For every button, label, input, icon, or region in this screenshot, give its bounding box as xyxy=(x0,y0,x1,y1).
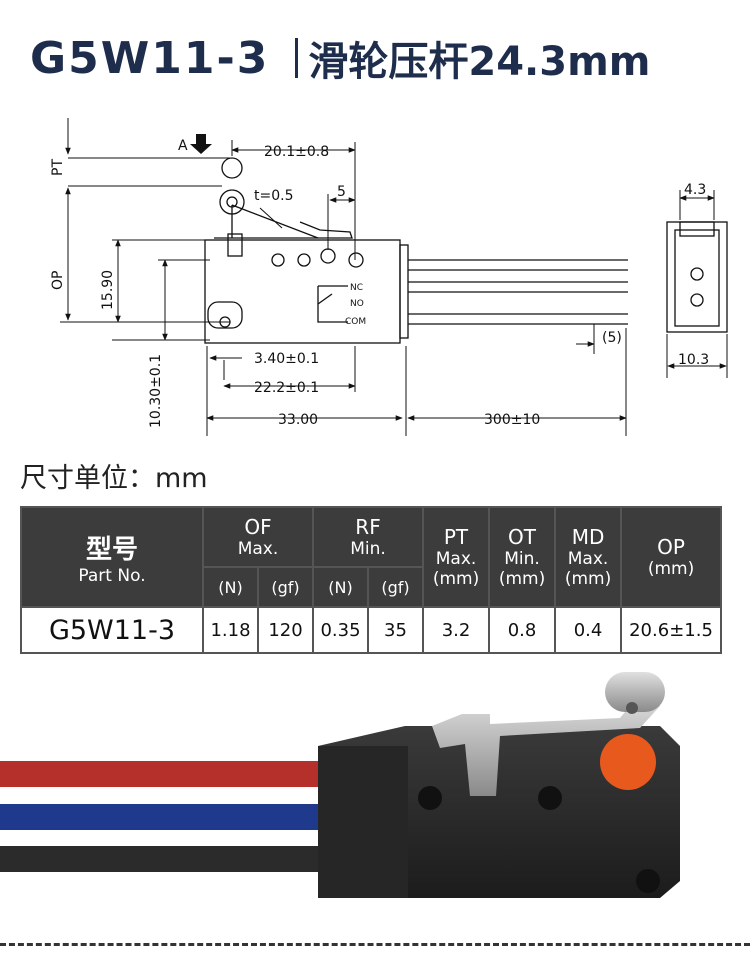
header-of-n: (N) xyxy=(202,566,259,608)
cell-md: 0.4 xyxy=(554,606,623,654)
header-part-no: 型号 Part No. xyxy=(20,506,204,608)
label-300: 300±10 xyxy=(484,412,540,428)
label-5b: (5) xyxy=(602,330,622,346)
header-ot-unit: (mm) xyxy=(498,569,546,589)
force-arrow-icon xyxy=(190,134,212,154)
model-title: G5W11-3 xyxy=(30,32,270,84)
header-rf-sub: Min. xyxy=(350,539,386,559)
cell-part-no: G5W11-3 xyxy=(20,606,204,654)
units-label: 尺寸单位：mm xyxy=(20,463,208,494)
header-op-unit: (mm) xyxy=(647,559,695,579)
label-10-30: 10.30±0.1 xyxy=(148,354,164,428)
label-pt: PT xyxy=(50,159,66,176)
header-of: OF Max. xyxy=(202,506,314,568)
header-ot-label: OT xyxy=(508,525,536,549)
title-separator xyxy=(295,38,299,78)
roller-bracket xyxy=(605,672,665,712)
label-22-2: 22.2±0.1 xyxy=(254,380,319,396)
label-op: OP xyxy=(50,271,66,290)
header-rf-label: RF xyxy=(355,515,381,539)
label-20-1: 20.1±0.8 xyxy=(264,144,329,160)
header-md-sub: Max. xyxy=(567,549,609,569)
label-t: t=0.5 xyxy=(254,188,293,204)
label-4-3: 4.3 xyxy=(684,182,706,198)
label-33: 33.00 xyxy=(278,412,318,428)
header-pt: PT Max. (mm) xyxy=(422,506,491,608)
wire-blue xyxy=(0,804,330,830)
cell-of-n: 1.18 xyxy=(202,606,259,654)
header-model-zh: 型号 xyxy=(85,534,138,565)
cell-rf-gf: 35 xyxy=(366,606,425,654)
label-a: A xyxy=(178,138,188,154)
product-photo xyxy=(0,672,680,898)
table-row: G5W11-3 1.18 120 0.35 35 3.2 0.8 0.4 20.… xyxy=(20,606,723,654)
label-com: COM xyxy=(345,317,366,327)
wire-black xyxy=(0,846,330,872)
label-5: 5 xyxy=(337,184,346,200)
header-md-label: MD xyxy=(571,525,605,549)
header-pt-label: PT xyxy=(443,525,469,549)
header-ot: OT Min. (mm) xyxy=(488,506,557,608)
dashed-divider xyxy=(0,943,750,946)
header-rf: RF Min. xyxy=(311,506,425,568)
header-ot-sub: Min. xyxy=(504,549,540,569)
header-pt-sub: Max. xyxy=(435,549,477,569)
label-15-90: 15.90 xyxy=(100,270,116,310)
header-rf-gf: (gf) xyxy=(366,566,425,608)
label-no: NO xyxy=(350,299,364,309)
header-md-unit: (mm) xyxy=(564,569,612,589)
header-md: MD Max. (mm) xyxy=(554,506,623,608)
header-op-label: OP xyxy=(657,535,685,559)
page-title: G5W11-3 滑轮压杆24.3mm xyxy=(30,28,650,88)
header-of-label: OF xyxy=(244,515,272,539)
header-of-gf: (gf) xyxy=(257,566,314,608)
header-pt-unit: (mm) xyxy=(432,569,480,589)
dimension-drawing: A PT OP 20.1±0.8 t=0.5 5 15.90 10.30±0.1… xyxy=(50,118,728,436)
cell-ot: 0.8 xyxy=(488,606,557,654)
header-model-en: Part No. xyxy=(78,565,146,586)
label-nc: NC xyxy=(350,283,363,293)
cell-op: 20.6±1.5 xyxy=(620,606,723,654)
model-description: 滑轮压杆24.3mm xyxy=(308,39,651,85)
cell-pt: 3.2 xyxy=(422,606,491,654)
header-op: OP (mm) xyxy=(620,506,723,608)
cell-rf-n: 0.35 xyxy=(312,606,369,654)
wire-red xyxy=(0,761,330,787)
cell-of-gf: 120 xyxy=(257,606,314,654)
label-3-40: 3.40±0.1 xyxy=(254,351,319,367)
header-rf-n: (N) xyxy=(312,566,369,608)
roller xyxy=(600,734,656,790)
spec-table: 型号 Part No. OF Max. RF Min. PT Max. (mm)… xyxy=(20,506,723,654)
label-10-3: 10.3 xyxy=(678,352,709,368)
header-of-sub: Max. xyxy=(237,539,279,559)
